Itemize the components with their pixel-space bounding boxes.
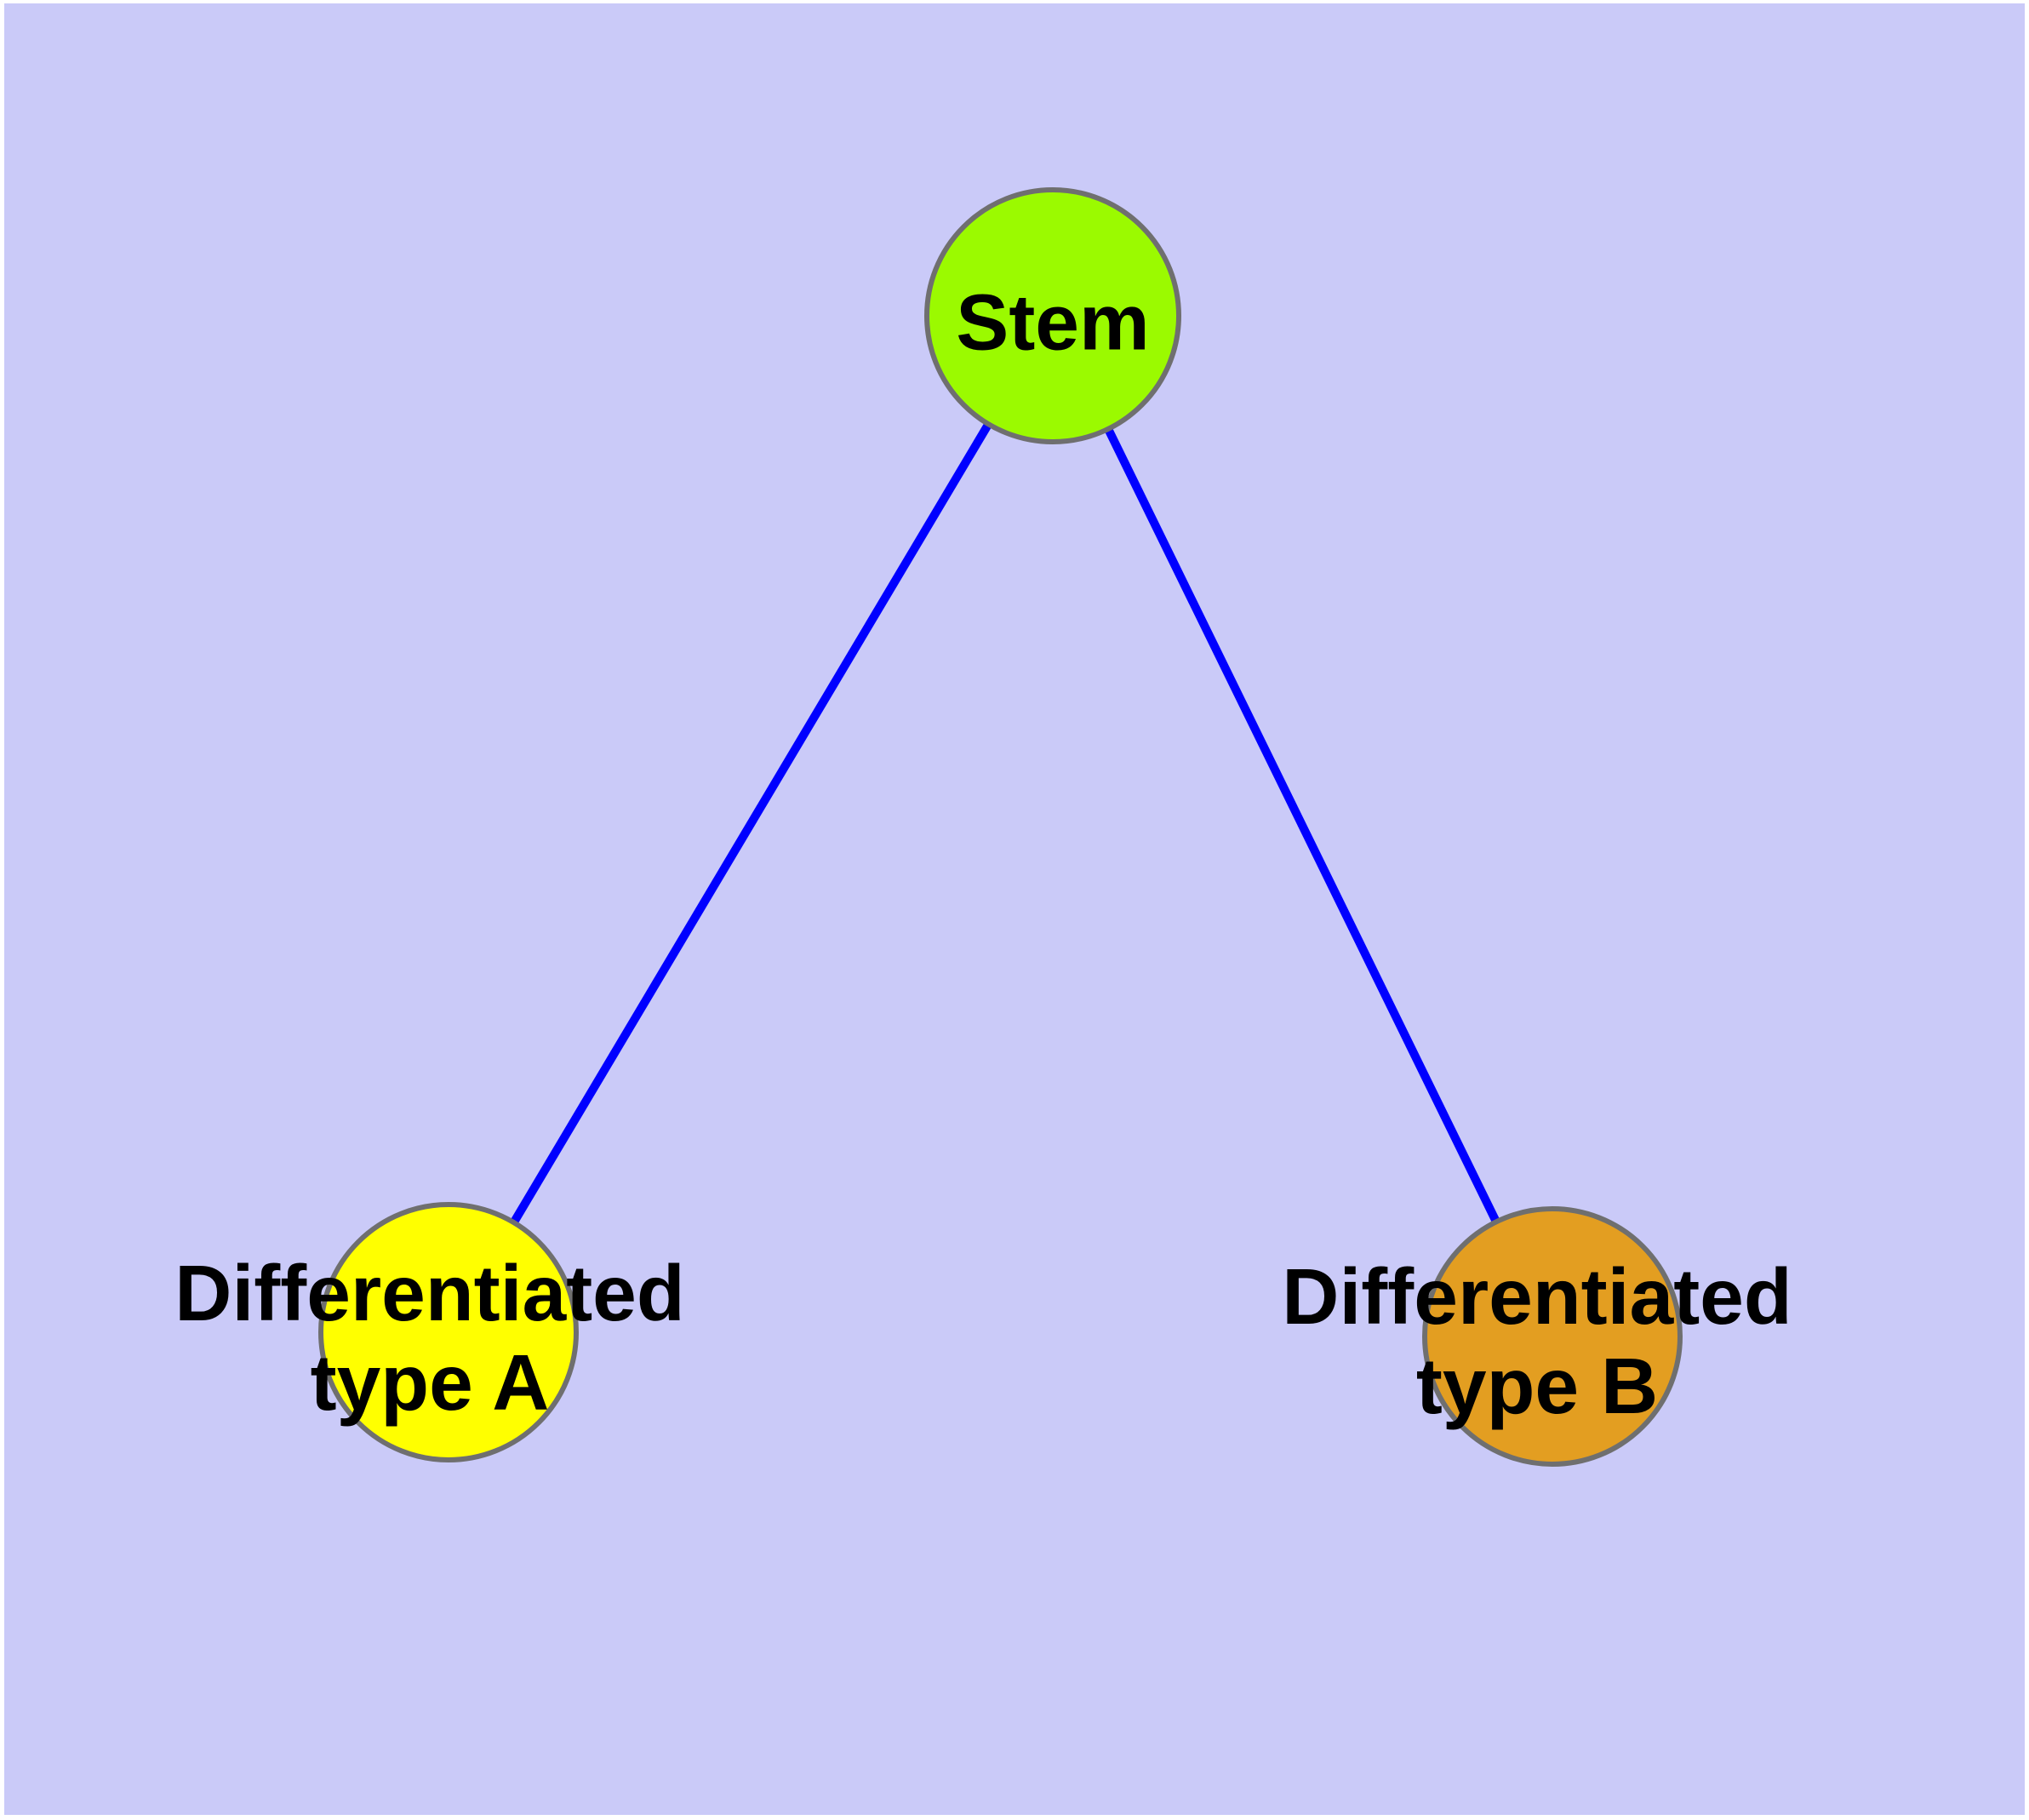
node-type-a-label: Differentiated type A — [174, 1248, 685, 1427]
edge-stem-to-type-b — [1049, 313, 1557, 1339]
node-stem — [924, 187, 1181, 444]
edge-stem-to-type-a — [444, 313, 1057, 1335]
node-type-b — [1422, 1206, 1683, 1467]
node-stem-label: Stem — [956, 278, 1150, 367]
node-type-a — [318, 1202, 579, 1462]
node-type-b-label: Differentiated type B — [1282, 1251, 1792, 1430]
